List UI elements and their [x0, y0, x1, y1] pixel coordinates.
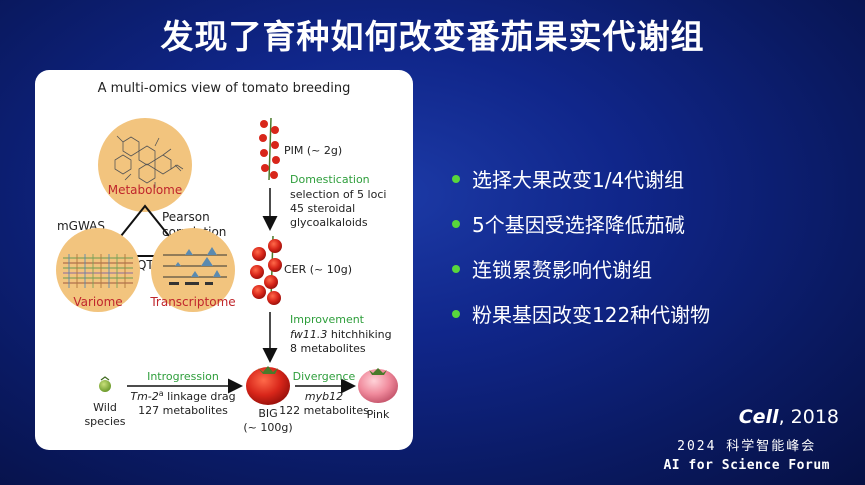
pim-tomato-cluster-icon	[259, 117, 280, 181]
bullet-list: 选择大果改变1/4代谢组 5个基因受选择降低茄碱 连锁累赘影响代谢组 粉果基因改…	[452, 158, 710, 338]
big-label: BIG	[258, 407, 277, 420]
introgression-line1: Tm-2a linkage drag	[130, 389, 235, 403]
multi-omics-figure: A multi-omics view of tomato breeding Me…	[56, 81, 398, 434]
pim-label: PIM (~ 2g)	[284, 144, 342, 157]
pink-tomato-icon	[358, 368, 398, 403]
pearson-label: Pearson	[162, 210, 210, 224]
introgression-line2: 127 metabolites	[138, 404, 228, 417]
forum-name-en: AI for Science Forum	[663, 458, 830, 473]
forum-name-cn: 2024 科学智能峰会	[677, 439, 817, 454]
slide-title: 发现了育种如何改变番茄果实代谢组	[160, 17, 705, 56]
cer-label: CER (~ 10g)	[284, 263, 352, 276]
citation: Cell, 2018	[739, 406, 839, 428]
bullet-dot-icon	[452, 309, 460, 318]
bullet-text: 连锁累赘影响代谢组	[472, 258, 652, 282]
wild-label: Wild	[93, 401, 117, 414]
expression-tracks-icon	[163, 247, 227, 285]
bullet-text: 选择大果改变1/4代谢组	[472, 168, 685, 192]
bullet-item: 5个基因受选择降低茄碱	[452, 203, 710, 248]
tm2-gene: Tm-2	[130, 390, 158, 403]
divergence-line2: 122 metabolites	[279, 404, 369, 417]
transcriptome-label: Transcriptome	[149, 295, 235, 309]
big-weight-label: (~ 100g)	[243, 421, 292, 434]
hitchhiking-text: hitchhiking	[327, 328, 391, 341]
citation-year: , 2018	[778, 406, 839, 428]
big-tomato-icon	[246, 366, 290, 405]
introgression-title: Introgression	[147, 370, 219, 383]
cer-tomato-cluster-icon	[250, 235, 282, 305]
variome-circle: Variome	[56, 228, 140, 312]
figure-panel: A multi-omics view of tomato breeding Me…	[35, 70, 413, 450]
bullet-item: 连锁累赘影响代谢组	[452, 248, 710, 293]
metabolome-label: Metabolome	[108, 183, 183, 197]
citation-journal: Cell	[738, 406, 779, 428]
molecule-structure-icon	[114, 135, 184, 188]
bullet-dot-icon	[452, 264, 460, 273]
metabolome-circle: Metabolome	[98, 118, 192, 212]
bullet-text: 粉果基因改变122种代谢物	[472, 303, 711, 327]
domestication-line3: glycoalkaloids	[290, 216, 368, 229]
tm2-superscript: a	[159, 389, 164, 398]
bullet-text: 5个基因受选择降低茄碱	[472, 213, 685, 237]
improvement-line1: fw11.3 hitchhiking	[290, 328, 392, 341]
forum-logo: 2024 科学智能峰会 AI for Science Forum	[663, 437, 830, 475]
linkage-drag-text: linkage drag	[164, 390, 236, 403]
fw113-gene: fw11.3	[290, 328, 327, 341]
variome-label: Variome	[73, 295, 122, 309]
myb12-gene: myb12	[305, 390, 343, 403]
transcriptome-circle: Transcriptome	[149, 228, 236, 312]
divergence-title: Divergence	[293, 370, 356, 383]
omics-triangle	[102, 204, 188, 257]
bullet-item: 选择大果改变1/4代谢组	[452, 158, 710, 203]
improvement-line2: 8 metabolites	[290, 342, 366, 355]
species-label: species	[84, 415, 125, 428]
improvement-title: Improvement	[290, 313, 365, 326]
bullet-item: 粉果基因改变122种代谢物	[452, 293, 710, 338]
variant-grid-icon	[63, 254, 133, 288]
pink-label: Pink	[367, 408, 390, 421]
domestication-line2: 45 steroidal	[290, 202, 355, 215]
domestication-title: Domestication	[290, 173, 370, 186]
wild-species-tomato-icon	[99, 376, 111, 392]
domestication-line1: selection of 5 loci	[290, 188, 386, 201]
bullet-dot-icon	[452, 219, 460, 228]
bullet-dot-icon	[452, 174, 460, 183]
figure-title: A multi-omics view of tomato breeding	[98, 81, 351, 96]
